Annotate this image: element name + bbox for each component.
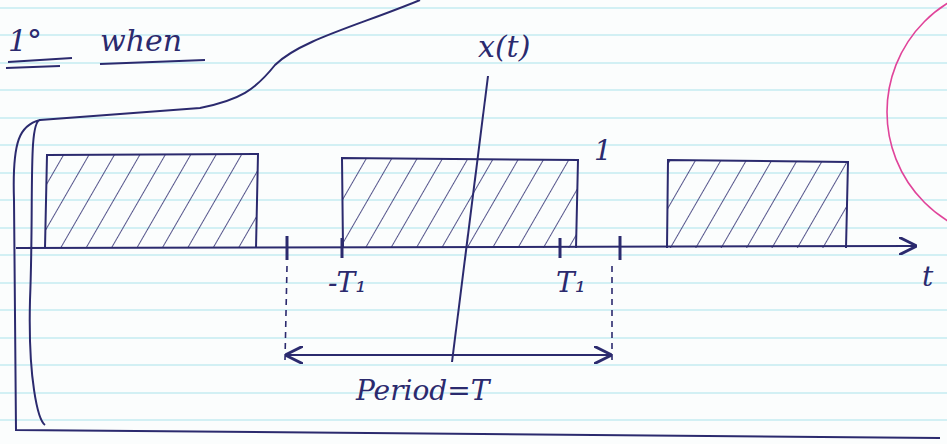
ruled-lines xyxy=(0,8,947,420)
amplitude-value: 1 xyxy=(594,136,612,167)
underline xyxy=(6,58,205,68)
signal-name: x(t) xyxy=(478,30,530,63)
pulse xyxy=(45,154,848,248)
pink-arc xyxy=(887,0,947,240)
dimension-line xyxy=(285,266,612,360)
outline xyxy=(14,0,940,438)
axis-name: t xyxy=(922,262,933,293)
note-heading: when xyxy=(100,24,182,57)
amplitude-axis xyxy=(452,76,488,362)
period-arrow xyxy=(287,354,610,356)
time-mark: -T₁ xyxy=(328,268,366,299)
note-heading: 1° xyxy=(8,24,42,57)
time-mark: T₁ xyxy=(556,268,586,299)
period-label: Period=T xyxy=(356,376,489,407)
tick xyxy=(287,236,620,260)
